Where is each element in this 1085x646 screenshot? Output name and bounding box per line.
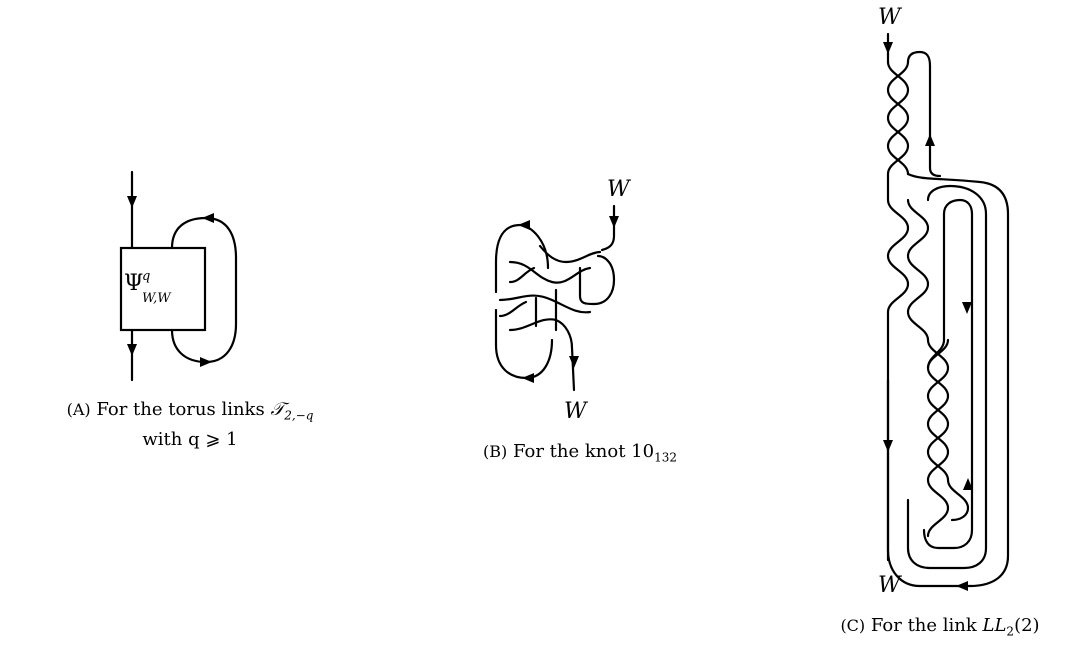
arrow-down-icon bbox=[883, 42, 893, 54]
caption-a-tag: (A) bbox=[66, 400, 91, 419]
caption-b-knot: 10 bbox=[631, 441, 655, 462]
box-superscript: q bbox=[142, 269, 150, 284]
arrow-down-icon bbox=[127, 196, 137, 208]
caption-c-link-sub: 2 bbox=[1006, 624, 1015, 639]
caption-b: (B) For the knot 10132 bbox=[430, 440, 730, 470]
caption-b-knot-sub: 132 bbox=[654, 450, 677, 465]
caption-c-link-arg: (2) bbox=[1014, 615, 1040, 636]
caption-c-text: For the link bbox=[870, 615, 983, 636]
arrow-left-icon bbox=[518, 220, 530, 230]
panel-c-diagram: W W bbox=[878, 5, 1010, 598]
link-bottom-label: W bbox=[878, 573, 903, 598]
box-subscript: W,W bbox=[142, 291, 172, 306]
caption-b-tag: (B) bbox=[483, 442, 508, 461]
arrow-down-icon bbox=[127, 344, 137, 356]
arrow-up-icon bbox=[925, 134, 935, 146]
box-psi-symbol: Ψ bbox=[124, 271, 143, 296]
knot-bottom-label: W bbox=[564, 399, 589, 424]
arrow-down-icon bbox=[883, 440, 893, 452]
caption-a-torus: 𝒯 bbox=[270, 399, 285, 420]
arrow-right-icon bbox=[200, 357, 212, 367]
caption-a-line2: with q ⩾ 1 bbox=[142, 428, 238, 450]
caption-c-tag: (C) bbox=[840, 616, 866, 635]
arrow-down-icon bbox=[609, 216, 619, 228]
caption-a-line1: (A) For the torus links 𝒯2,−q bbox=[10, 398, 370, 428]
caption-c-link: LL bbox=[982, 615, 1007, 636]
caption-b-text: For the knot bbox=[513, 441, 632, 462]
link-top-label: W bbox=[878, 5, 903, 30]
arrow-left-icon bbox=[956, 581, 968, 591]
arrow-down-icon bbox=[569, 356, 579, 368]
arrow-left-icon bbox=[202, 213, 214, 223]
panel-b-diagram: W W bbox=[494, 177, 632, 424]
knot-top-label: W bbox=[607, 177, 632, 202]
arrow-up-icon bbox=[963, 478, 973, 490]
caption-a-text: For the torus links bbox=[96, 399, 271, 420]
caption-c: (C) For the link LL2(2) bbox=[800, 614, 1080, 644]
panel-a-diagram: Ψ q W,W bbox=[119, 170, 238, 382]
arrow-left-icon bbox=[522, 373, 534, 383]
caption-a-torus-sub: 2,−q bbox=[284, 408, 314, 423]
caption-a: (A) For the torus links 𝒯2,−q with q ⩾ 1 bbox=[10, 398, 370, 452]
arrow-down-icon bbox=[962, 302, 972, 314]
psi-box bbox=[119, 246, 207, 332]
